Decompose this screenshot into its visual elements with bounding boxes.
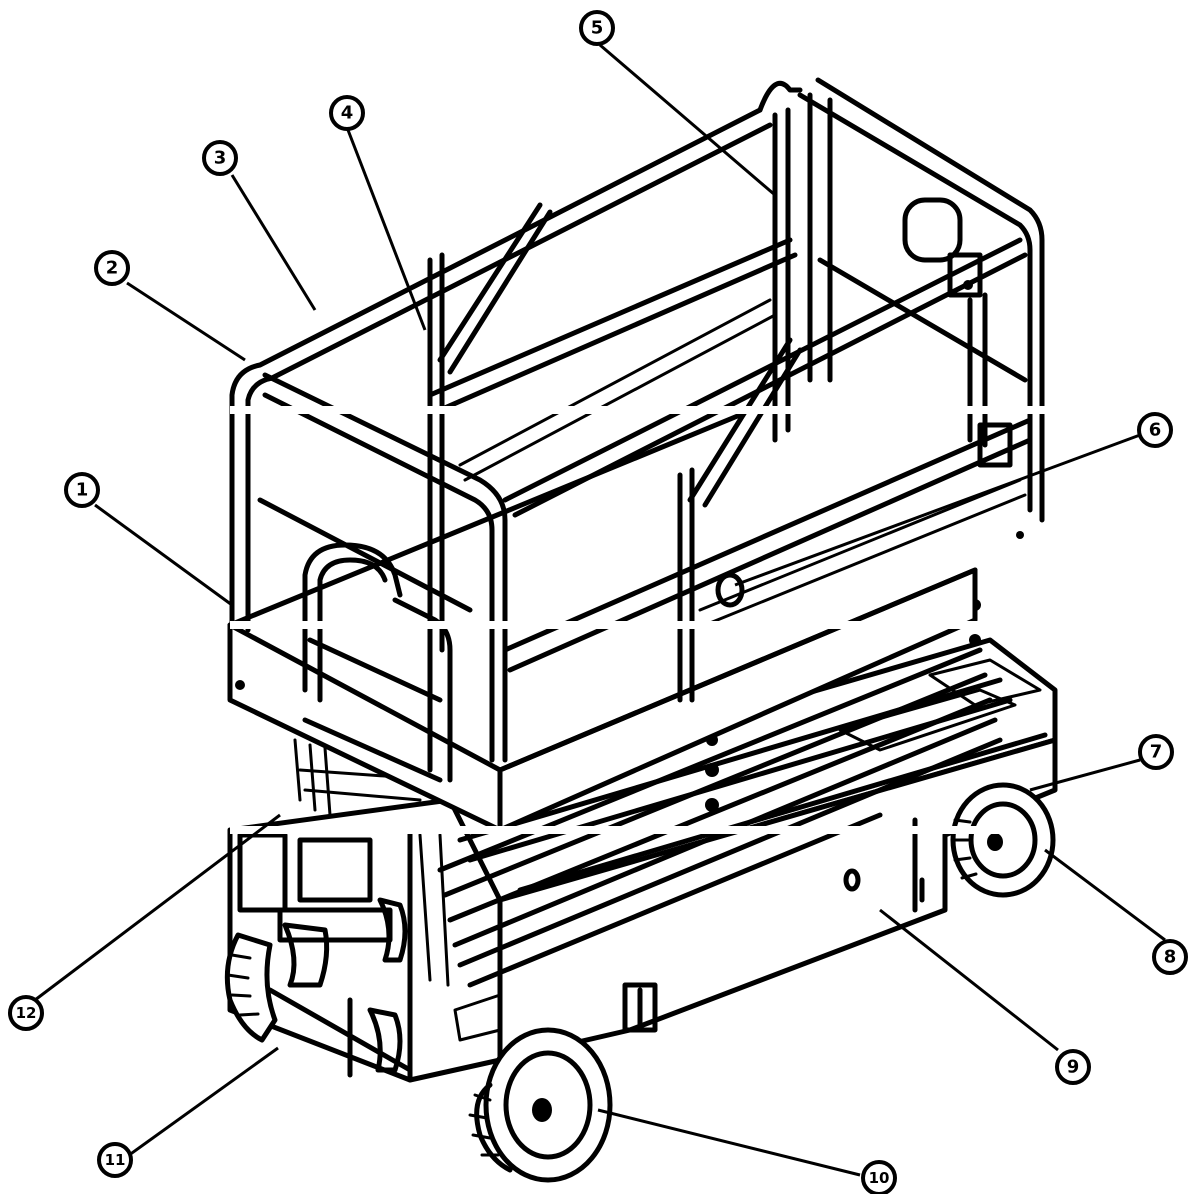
callout-11: 11 — [97, 1142, 133, 1178]
callout-10: 10 — [861, 1160, 897, 1194]
callout-7: 7 — [1138, 734, 1174, 770]
callout-6: 6 — [1137, 412, 1173, 448]
callout-5: 5 — [579, 10, 615, 46]
callout-8: 8 — [1152, 939, 1188, 975]
callout-5-label: 5 — [591, 18, 604, 39]
callout-4: 4 — [329, 95, 365, 131]
callout-9-label: 9 — [1067, 1057, 1080, 1078]
rear-right-wheel — [950, 782, 1056, 898]
callout-12-label: 12 — [16, 1004, 37, 1022]
callout-2: 2 — [94, 250, 130, 286]
callout-1: 1 — [64, 472, 100, 508]
leader-lines — [34, 43, 1166, 1177]
callout-11-label: 11 — [105, 1151, 126, 1169]
front-wheel — [468, 1027, 613, 1183]
callout-7-label: 7 — [1150, 742, 1163, 763]
callout-9: 9 — [1055, 1049, 1091, 1085]
callout-1-label: 1 — [76, 480, 89, 501]
callout-6-label: 6 — [1149, 420, 1162, 441]
callout-12: 12 — [8, 995, 44, 1031]
guardrails — [229, 77, 1045, 783]
callout-10-label: 10 — [869, 1169, 890, 1187]
callout-2-label: 2 — [106, 258, 119, 279]
callout-3: 3 — [202, 140, 238, 176]
callout-8-label: 8 — [1164, 947, 1177, 968]
callout-3-label: 3 — [214, 148, 227, 169]
callout-4-label: 4 — [341, 103, 354, 124]
rear-left-wheel — [224, 932, 278, 1043]
